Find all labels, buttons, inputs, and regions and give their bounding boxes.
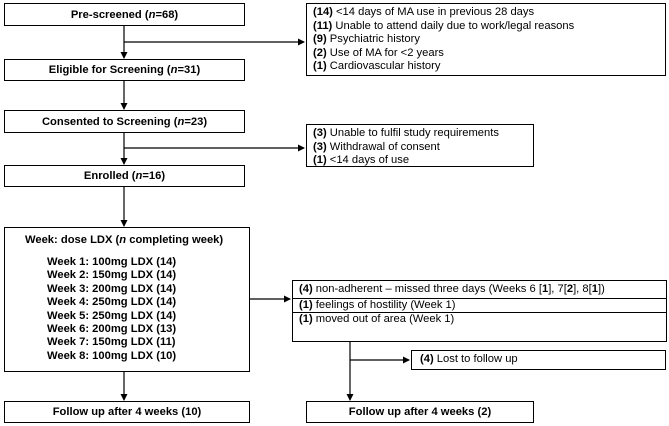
enrolled-n-value: =16 [142,170,162,182]
enrolled-n-label: n [135,170,143,182]
followup-left-label: Follow up after 4 weeks [52,406,182,418]
week-row: Week 7: 150mg LDX (11) [47,336,176,349]
screening-exclusions-box: (14) <14 days of MA use in previous 28 d… [306,3,666,76]
prescreened-n-label: n [148,8,156,21]
week-row: Week 1: 100mg LDX (14) [47,256,177,268]
consent-exclusion-item: (1) <14 days of use [313,154,410,167]
dropout-hostility: (1) feelings of hostility (Week 1) [293,297,666,313]
prescreened-label: Pre-screened [70,8,142,21]
enrolled-label: Enrolled [83,170,129,182]
consented-n-label: n [177,115,185,128]
lost-count: (4) [420,353,434,365]
lost-text: Lost to follow up [433,353,518,365]
weeks-list: Week 1: 100mg LDX (14)Week 2: 150mg LDX … [47,256,176,363]
week-row: Week 5: 250mg LDX (14) [47,309,177,322]
consented-box: Consented to Screening (n=23) [4,110,245,133]
eligible-n-value: =31 [177,64,197,76]
weeks-heading: Week: dose LDX (n completing week) [25,234,224,246]
consent-exclusion-item: (3) Unable to fulfil study requirements [313,127,499,139]
prescreened-n-value: =68 [155,8,175,21]
prescreened-box: Pre-screened (n=68) [4,3,245,26]
eligible-label: Eligible for Screening [48,64,164,76]
consent-exclusions-box: (3) Unable to fulfil study requirements(… [306,124,534,167]
dropout-moved: (1) moved out of area (Week 1) [293,312,666,327]
screening-exclusion-item: (1) Cardiovascular history [313,60,441,73]
followup-left-count: (10) [181,406,202,418]
followup-right-box: Follow up after 4 weeks (2) [306,401,534,423]
week-row: Week 8: 100mg LDX (10) [47,349,177,362]
consent-exclusion-item: (3) Withdrawal of consent [313,140,440,153]
week-row: Week 2: 150mg LDX (14) [47,269,177,282]
followup-left-box: Follow up after 4 weeks (10) [4,401,250,423]
enrolled-box: Enrolled (n=16) [4,165,245,187]
week-row: Week 3: 200mg LDX (14) [47,282,177,295]
screening-exclusion-item: (2) Use of MA for <2 years [313,46,444,59]
screening-exclusion-item: (9) Psychiatric history [313,33,420,46]
consented-n-value: =23 [184,115,204,128]
followup-right-count: (2) [477,406,492,418]
lost-box: (4) Lost to follow up [411,350,666,370]
weeks-box: Week: dose LDX (n completing week) Week … [4,227,250,372]
consented-label: Consented to Screening [41,115,171,128]
dropout-nonadherent: (4) non-adherent – missed three days (We… [299,283,605,295]
dropouts-box: (4) non-adherent – missed three days (We… [292,280,667,342]
screening-exclusion-item: (11) Unable to attend daily due to work/… [313,19,575,32]
week-row: Week 6: 200mg LDX (13) [47,323,177,336]
eligible-n-label: n [170,64,178,76]
week-row: Week 4: 250mg LDX (14) [47,296,177,309]
eligible-box: Eligible for Screening (n=31) [4,59,245,81]
followup-right-label: Follow up after 4 weeks [348,406,478,418]
screening-exclusion-item: (14) <14 days of MA use in previous 28 d… [313,6,535,18]
